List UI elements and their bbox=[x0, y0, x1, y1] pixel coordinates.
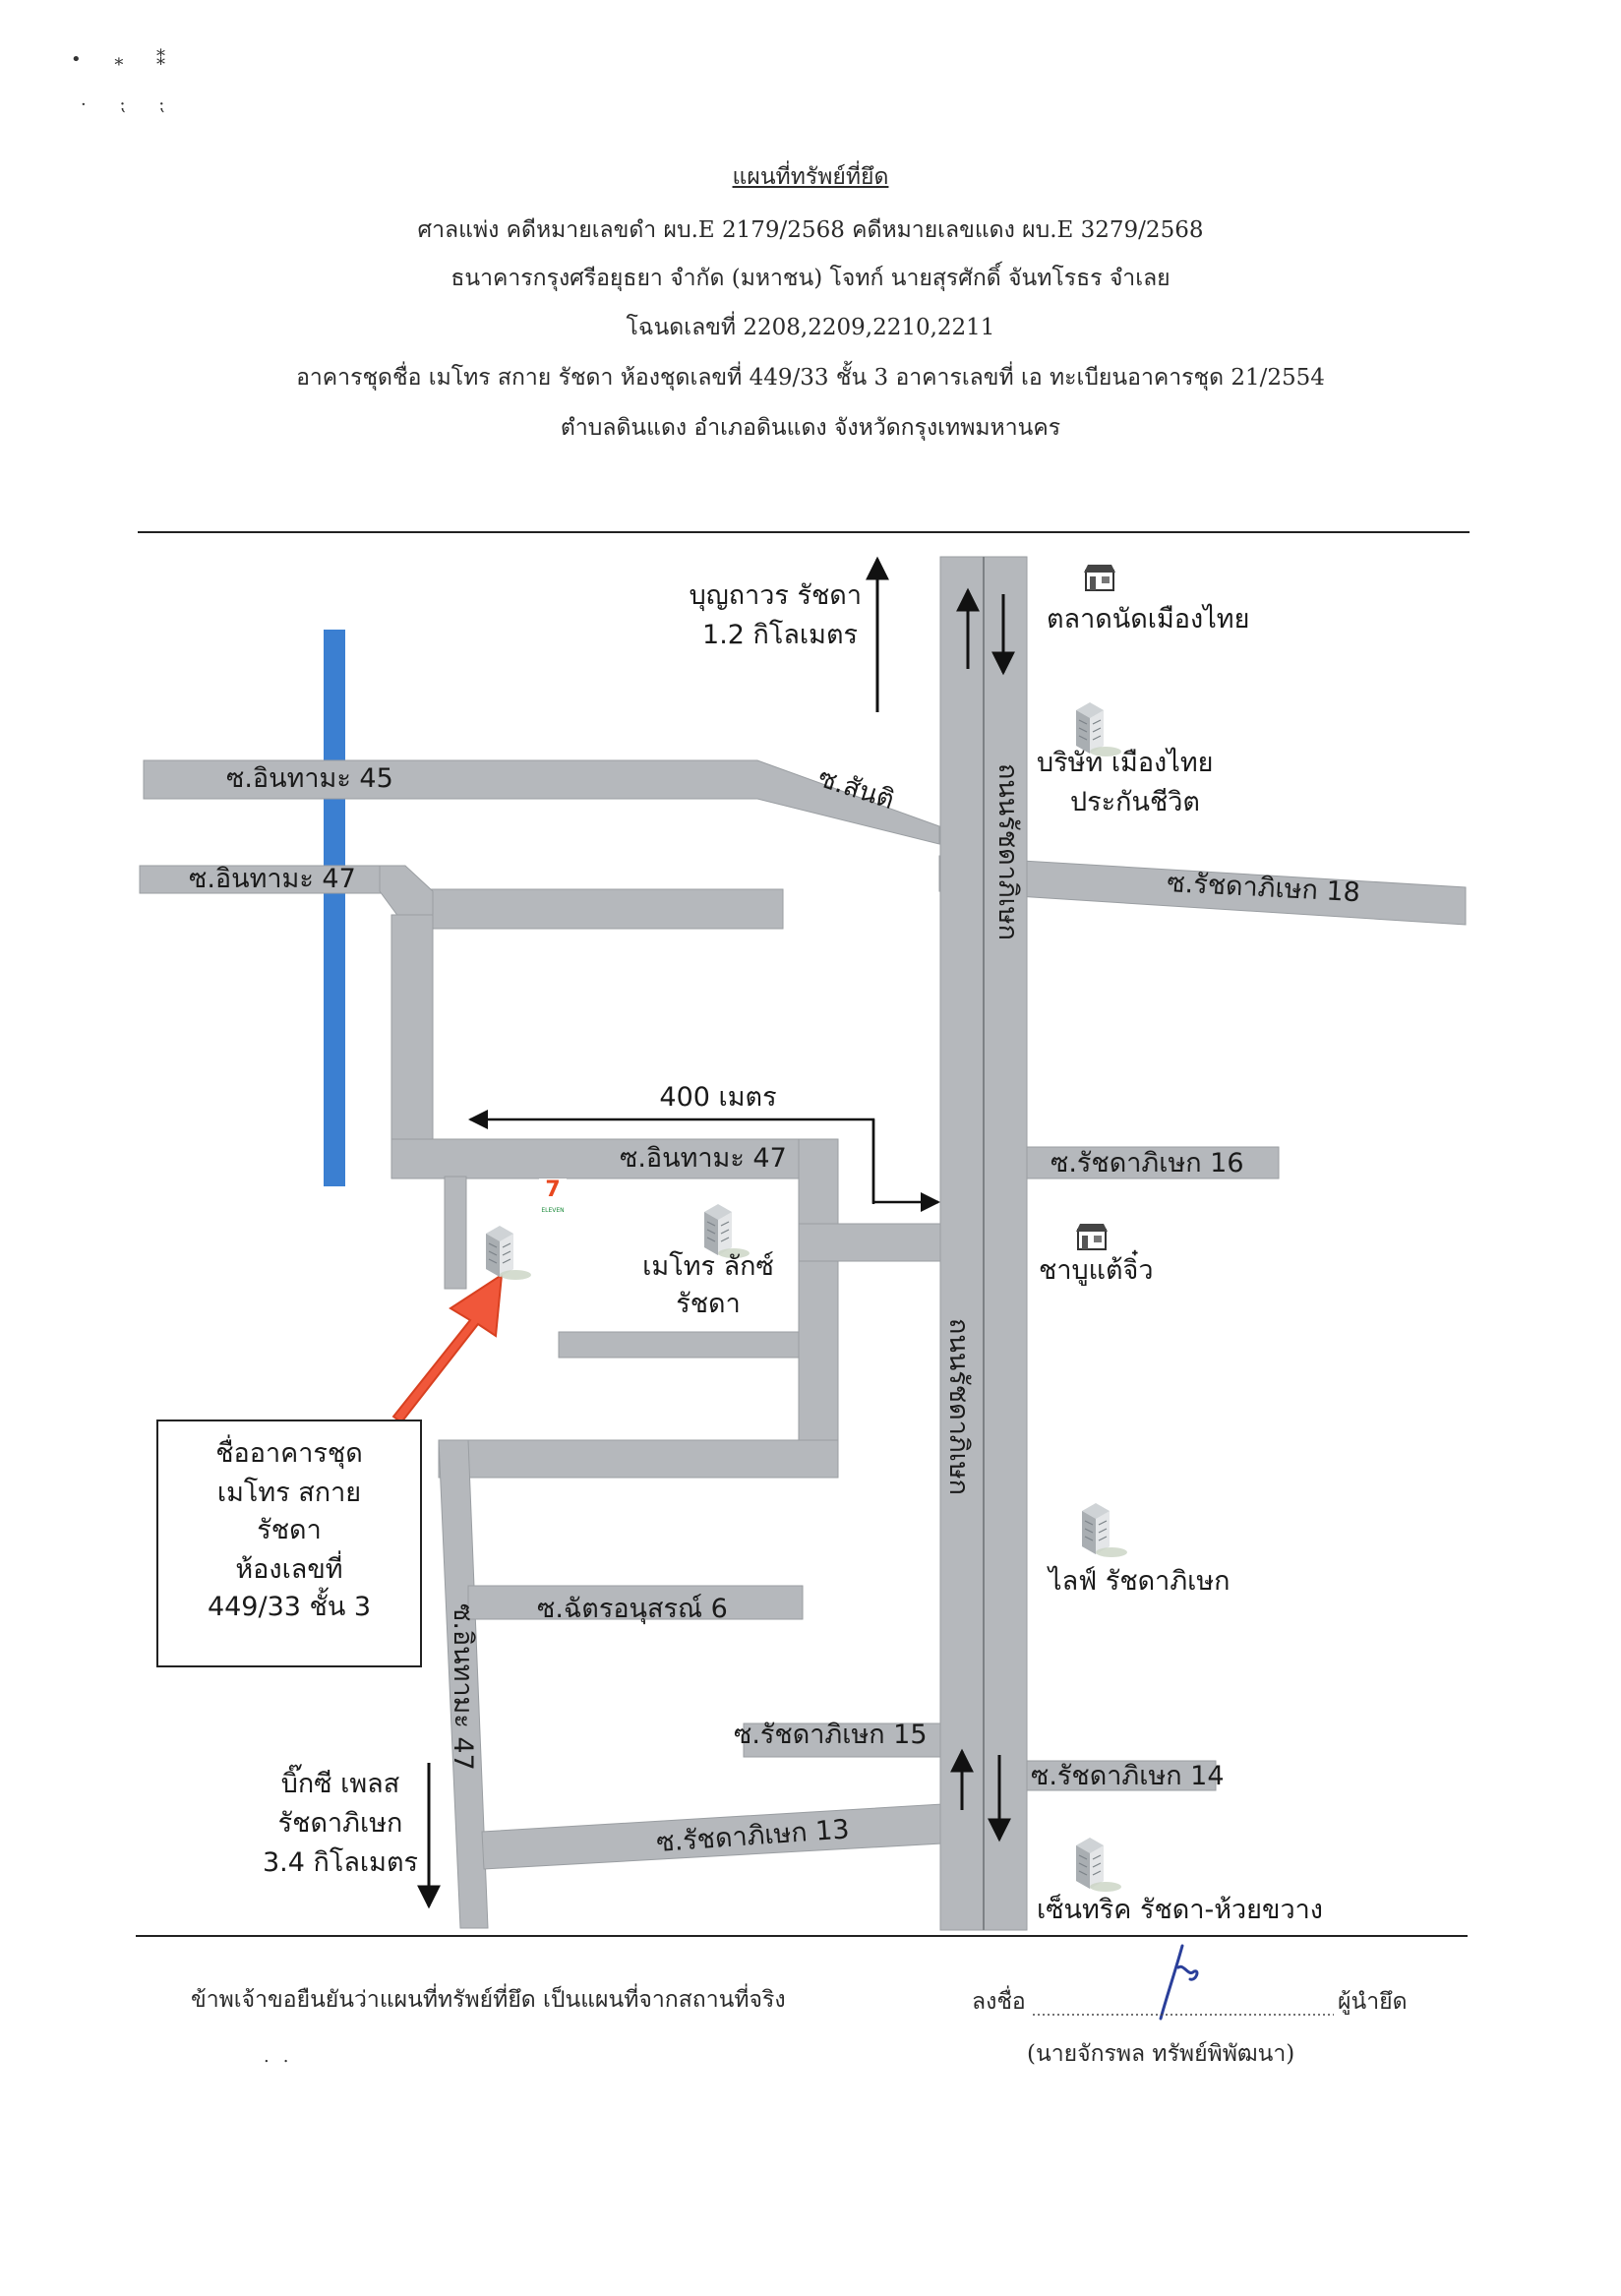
road-soi-47-mid bbox=[390, 1138, 837, 1179]
label-bigc-2: รัชดาภิเษก bbox=[278, 1808, 403, 1839]
target-box bbox=[156, 1420, 422, 1667]
target-box-line5: 449/33 ชั้น 3 bbox=[208, 1587, 371, 1622]
road-soi-45-santi bbox=[143, 759, 940, 845]
map-title: แผนที่ทรัพย์ที่ยึด bbox=[732, 164, 889, 190]
road-inner-spur bbox=[558, 1331, 800, 1359]
road-soi-ratchada-15 bbox=[743, 1722, 941, 1758]
metro-sky-building-icon bbox=[485, 1225, 532, 1281]
label-bigc-1: บิ๊กซี เพลส bbox=[281, 1764, 399, 1799]
seven-eleven-icon: 7 ELEVEN bbox=[539, 1178, 567, 1214]
label-soi-inthamara-47-top: ซ.อินทามะ 47 bbox=[189, 864, 356, 894]
label-soi-ratchada-15: ซ.รัชดาภิเษก 15 bbox=[734, 1720, 928, 1750]
road-soi-47-west-vertical bbox=[390, 914, 434, 1170]
label-soi-ratchada-14: ซ.รัชดาภิเษก 14 bbox=[1031, 1761, 1225, 1791]
sign-role: ผู้นำยึด bbox=[1338, 1989, 1408, 2015]
scan-specks-bottom: · ⁏ ⁏ bbox=[81, 94, 179, 115]
label-talad-nat: ตลาดนัดเมืองไทย bbox=[1047, 604, 1249, 634]
label-soi-chatonusorn-6: ซ.ฉัตรอนุสรณ์ 6 bbox=[537, 1593, 728, 1625]
label-centric: เซ็นทริค รัชดา-ห้วยขวาง bbox=[1037, 1892, 1323, 1925]
label-boonthavorn-2: 1.2 กิโลเมตร bbox=[702, 620, 858, 650]
label-main-road-lower: ถนนรัชดาภิเษก bbox=[943, 1318, 974, 1495]
label-soi-inthamara-47-vertical: ซ.อินทามะ 47 bbox=[448, 1603, 478, 1771]
market-shop-icon bbox=[1083, 564, 1116, 591]
road-soi-47-vertical bbox=[438, 1439, 489, 1929]
shabu-shop-icon bbox=[1075, 1223, 1109, 1250]
label-boonthavorn-1: บุญถาวร รัชดา bbox=[690, 580, 862, 612]
road-soi-ratchada-16 bbox=[1022, 1146, 1280, 1179]
signer-name: (นายจักรพล ทรัพย์พิพัฒนา) bbox=[1027, 2041, 1295, 2067]
label-metro-lux-2: รัชดา bbox=[676, 1289, 741, 1319]
road-soi-ratchada-18 bbox=[938, 855, 1467, 926]
road-soi-chatonusorn-6 bbox=[467, 1585, 804, 1620]
road-soi-ratchada-14 bbox=[1022, 1760, 1217, 1791]
label-muang-thai-2: ประกันชีวิต bbox=[1070, 787, 1200, 817]
target-arrow bbox=[391, 1273, 504, 1424]
target-box-line4: ห้องเลขที่ bbox=[235, 1550, 342, 1585]
seven-eleven-logo: 7 bbox=[545, 1178, 560, 1202]
label-life-ratchada: ไลฟ์ รัชดาภิเษก bbox=[1047, 1565, 1231, 1597]
label-main-road-upper: ถนนรัชดาภิเษก bbox=[992, 763, 1023, 940]
label-bigc-3: 3.4 กิโลเมตร bbox=[263, 1847, 418, 1878]
target-box-line3: รัชดา bbox=[257, 1515, 322, 1545]
label-metro-lux-1: เมโทร ลักซ์ bbox=[642, 1250, 774, 1282]
road-small-spur bbox=[444, 1176, 467, 1290]
target-box-line2: เมโทร สกาย bbox=[217, 1478, 361, 1508]
scan-speck-footer: .. bbox=[264, 2046, 303, 2067]
label-soi-inthamara-47-mid: ซ.อินทามะ 47 bbox=[620, 1143, 787, 1174]
scan-specks-top: • ⁎ ⁑ bbox=[71, 49, 180, 70]
sign-label: ลงชื่อ bbox=[972, 1989, 1026, 2015]
title-deed-numbers: โฉนดเลขที่ 2208,2209,2210,2211 bbox=[626, 315, 995, 340]
life-ratchada-building-icon bbox=[1081, 1502, 1128, 1558]
label-muang-thai-1: บริษัท เมืองไทย bbox=[1037, 748, 1213, 778]
seven-eleven-caption: ELEVEN bbox=[541, 1207, 564, 1214]
location-district: ตำบลดินแดง อำเภอดินแดง จังหวัดกรุงเทพมหา… bbox=[560, 415, 1061, 441]
label-shabu: ชาบูแต้จิ๋ว bbox=[1039, 1250, 1154, 1286]
label-soi-ratchada-16: ซ.รัชดาภิเษก 16 bbox=[1051, 1148, 1244, 1178]
distance-arrow-east bbox=[871, 1119, 940, 1212]
canal bbox=[324, 630, 345, 1186]
road-lower-connector bbox=[438, 1439, 839, 1479]
target-box-line1: ชื่ออาคารชุด bbox=[215, 1434, 363, 1470]
case-numbers: ศาลแพ่ง คดีหมายเลขดำ ผบ.E 2179/2568 คดีห… bbox=[417, 217, 1204, 243]
road-soi-47-east-vertical bbox=[798, 1138, 839, 1441]
label-soi-inthamara-45: ซ.อินทามะ 45 bbox=[226, 763, 393, 794]
label-distance: 400 เมตร bbox=[659, 1082, 776, 1113]
parties: ธนาคารกรุงศรีอยุธยา จำกัด (มหาชน) โจทก์ … bbox=[450, 266, 1171, 291]
road-link-to-main bbox=[798, 1223, 943, 1262]
confirmation-statement: ข้าพเจ้าขอยืนยันว่าแผนที่ทรัพย์ที่ยึด เป… bbox=[191, 1987, 786, 2013]
centric-building-icon bbox=[1075, 1837, 1122, 1893]
condo-details: อาคารชุดชื่อ เมโทร สกาย รัชดา ห้องชุดเลข… bbox=[296, 365, 1325, 391]
metro-lux-building-icon bbox=[703, 1203, 750, 1259]
signature-mark bbox=[1159, 1944, 1199, 2021]
